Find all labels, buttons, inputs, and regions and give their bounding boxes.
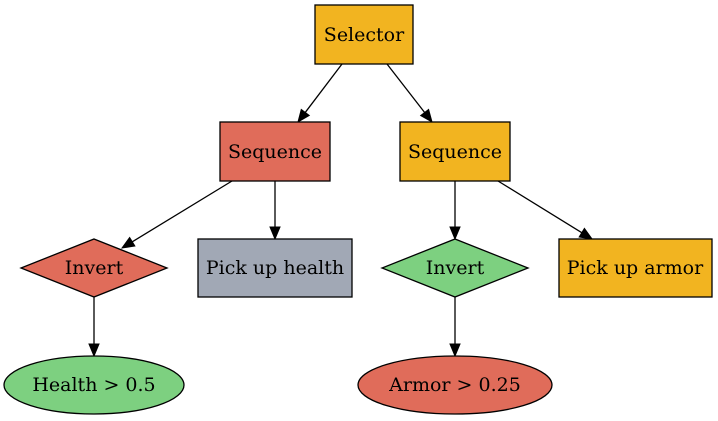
arrowhead-invert-left-to-health-cond (88, 343, 100, 358)
sequence-left-label: Sequence (228, 141, 322, 163)
invert-right-diamond (380, 238, 530, 298)
sequence-right-label: Sequence (408, 141, 502, 163)
sequence-left-box (219, 121, 331, 182)
pick-up-health-label: Pick up health (206, 257, 344, 279)
health-condition-ellipse (3, 355, 185, 415)
invert-left-diamond (19, 238, 169, 298)
node-invert-left: Invert (19, 238, 169, 298)
pick-up-armor-label: Pick up armor (567, 257, 704, 279)
node-pick-up-health: Pick up health (197, 238, 353, 298)
node-pick-up-armor: Pick up armor (558, 238, 713, 298)
health-condition-label: Health > 0.5 (32, 374, 155, 396)
arrowhead-sequence-right-to-pick-armor (578, 227, 594, 240)
sequence-right-box (399, 121, 511, 182)
invert-right-label: Invert (426, 257, 485, 279)
node-selector: Selector (314, 4, 414, 65)
arrowhead-sequence-right-to-invert-right (449, 226, 461, 241)
node-sequence-left: Sequence (219, 121, 331, 182)
node-invert-right: Invert (380, 238, 530, 298)
pick-up-health-box (197, 238, 353, 298)
arrowhead-sequence-left-to-invert-left (120, 236, 136, 249)
arrowhead-sequence-left-to-pick-health (269, 226, 281, 241)
edge-selector-to-sequence-left (304, 63, 343, 113)
node-health-condition: Health > 0.5 (3, 355, 185, 415)
edges-layer (88, 63, 594, 358)
selector-box (314, 4, 414, 65)
pick-up-armor-box (558, 238, 713, 298)
node-armor-condition: Armor > 0.25 (357, 355, 553, 415)
arrowhead-invert-right-to-armor-cond (449, 343, 461, 358)
armor-condition-label: Armor > 0.25 (388, 374, 521, 396)
invert-left-label: Invert (65, 257, 124, 279)
armor-condition-ellipse (357, 355, 553, 415)
edge-selector-to-sequence-right (386, 63, 426, 113)
node-sequence-right: Sequence (399, 121, 511, 182)
arrowhead-selector-to-sequence-left (297, 108, 311, 124)
edge-sequence-left-to-invert-left (131, 180, 233, 243)
edge-sequence-right-to-pick-armor (497, 180, 583, 234)
selector-label: Selector (324, 24, 405, 46)
arrowhead-selector-to-sequence-right (419, 108, 433, 124)
